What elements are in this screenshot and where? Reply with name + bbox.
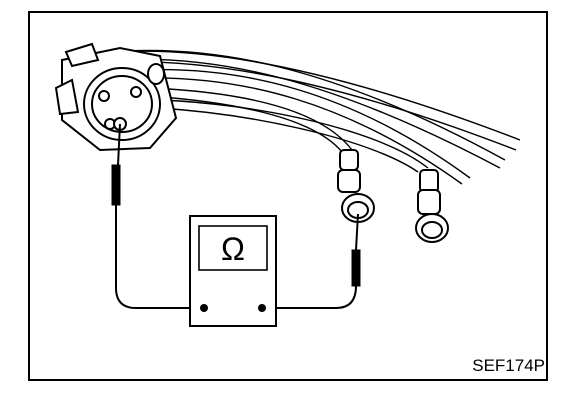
spark-plug-boot-2 bbox=[415, 169, 449, 243]
meter-terminal-right bbox=[258, 304, 266, 312]
ohm-symbol: Ω bbox=[221, 231, 245, 267]
ohmmeter-display bbox=[198, 225, 268, 271]
ohmmeter: Ω bbox=[189, 215, 277, 327]
figure-code-label: SEF174P bbox=[472, 356, 545, 375]
distributor-cap bbox=[54, 42, 178, 152]
right-test-probe bbox=[262, 213, 361, 309]
spark-plug-boot-1 bbox=[337, 149, 375, 223]
left-test-probe bbox=[111, 123, 204, 309]
meter-terminal-left bbox=[200, 304, 208, 312]
